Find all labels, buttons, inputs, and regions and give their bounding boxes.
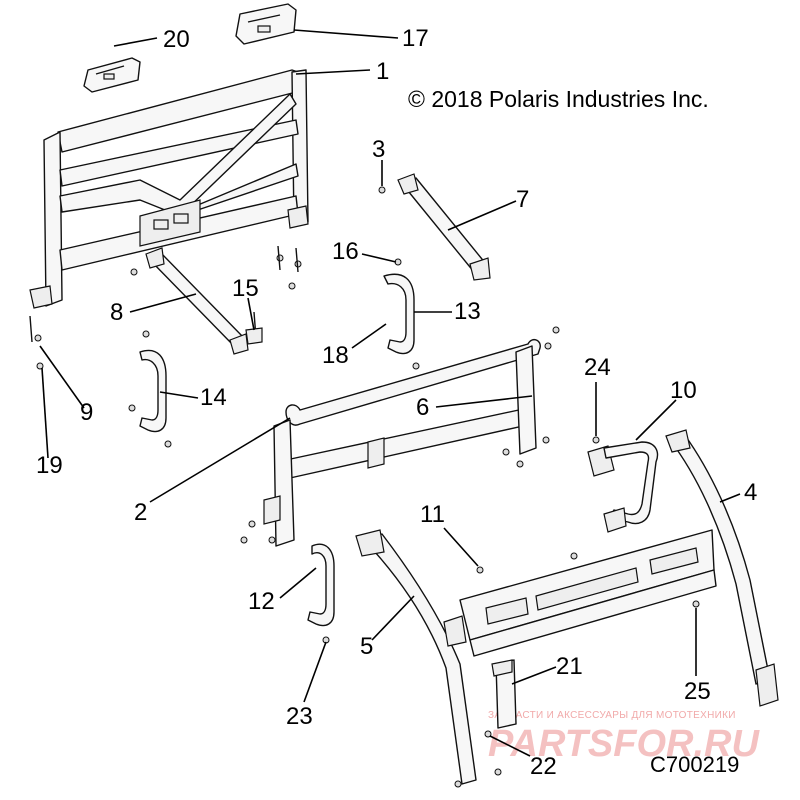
part-8-brace [145,247,263,355]
callout-12: 12 [248,588,275,615]
callout-22: 22 [530,753,557,780]
part-11-rear-panel [459,529,717,657]
callout-19: 19 [36,452,63,479]
part-12-grab-handle [307,543,335,627]
callout-8: 8 [110,299,123,326]
callout-5: 5 [360,633,373,660]
copyright-notice: © 2018 Polaris Industries Inc. [408,86,709,112]
part-5-side-rail [355,529,477,785]
callout-11: 11 [420,501,445,528]
callout-16: 16 [332,238,359,265]
callout-18: 18 [322,342,349,369]
part-6-crossbar-frame [263,338,541,547]
callout-21: 21 [556,653,583,680]
hardware-bolts [29,186,700,788]
callout-1: 1 [376,58,389,85]
callout-7: 7 [516,186,529,213]
part-1-rear-frame [29,69,309,309]
callout-2: 2 [134,499,147,526]
part-7-brace-tube [397,173,491,281]
callout-15: 15 [232,275,259,302]
part-10-grab-handle [587,441,659,533]
diagram-code: C700219 [650,752,739,777]
callout-23: 23 [286,703,313,730]
callout-20: 20 [163,26,190,53]
callout-24: 24 [584,354,611,381]
watermark-tagline: ЗАПЧАСТИ И АКСЕССУАРЫ ДЛЯ МОТОТЕХНИКИ [488,710,736,721]
callout-17: 17 [402,25,429,52]
part-17-cover [235,3,297,45]
callout-numbers: 20 17 1 3 7 16 15 13 8 18 9 14 19 6 24 1… [36,25,757,780]
leader-lines [39,29,741,757]
part-4-side-rail [665,429,779,707]
part-21-bracket [491,659,517,729]
watermark-brand: PARTSFOR.RU [488,723,760,765]
callout-9: 9 [80,399,93,426]
callout-3: 3 [372,136,385,163]
part-20-cover [83,57,141,93]
watermark: ЗАПЧАСТИ И АКСЕССУАРЫ ДЛЯ МОТОТЕХНИКИ PA… [488,710,760,765]
callout-14: 14 [200,384,227,411]
callout-4: 4 [744,479,757,506]
callout-10: 10 [670,377,697,404]
part-13-grab-handle [383,273,415,355]
callout-6: 6 [416,394,429,421]
callout-25: 25 [684,678,711,705]
callout-13: 13 [454,298,481,325]
part-14-grab-handle [139,349,167,433]
